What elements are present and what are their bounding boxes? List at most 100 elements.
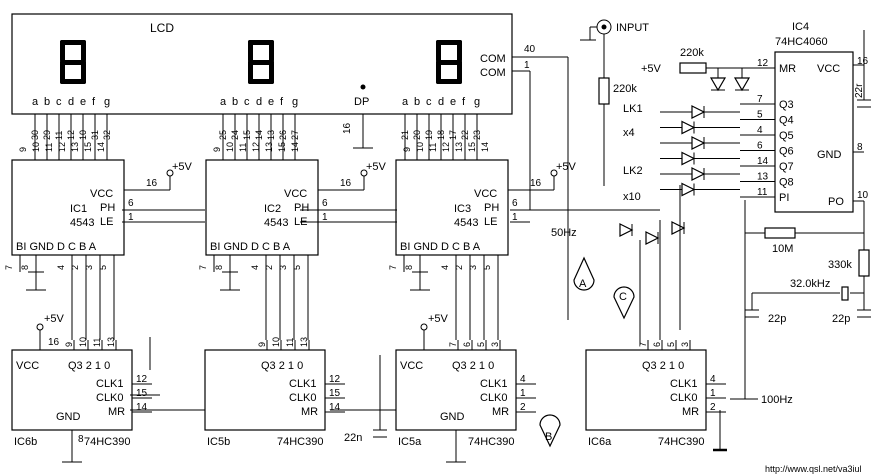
ic4-po-label: PO [828,196,844,208]
decoder-vcc-label: VCC [284,188,307,200]
ic4-pin-num: 14 [757,156,769,167]
segment-letter-g: g [474,96,480,108]
decoder-seg-pin: 15 [83,142,93,152]
decoder-id: IC3 [454,203,471,215]
diode-icon [691,105,706,119]
segment-g [436,60,462,65]
marker-a: A [579,278,587,290]
lcd-pin: 10 [78,130,88,140]
lk1-label: LK1 [623,103,643,115]
decoder-ph-label: PH [484,202,499,214]
lcd-pin: 25 [218,130,228,140]
counter-q-pin: 13 [106,337,116,347]
counter-clk1-label: CLK1 [670,378,698,390]
diode-icon [681,182,696,197]
freq-50hz: 50Hz [551,227,577,239]
x4-label: x4 [623,127,635,139]
diode-icon [691,167,706,181]
decoder-seg-pin: 15 [277,142,287,152]
decoder-vcc-label: VCC [474,188,497,200]
r-330k: 330k [828,259,852,271]
lcd-pin: 15 [242,130,252,140]
counter-q-pin: 7 [448,342,458,347]
c-22r: 22r [854,83,865,98]
counter-clk0-label: CLK0 [289,392,317,404]
decoder-le-label: LE [484,216,497,228]
counter-clk0-label: CLK0 [480,392,508,404]
segment-letter-f: f [462,96,466,108]
lcd-pin: 19 [424,130,434,140]
ic4-po-pin: 10 [857,190,869,201]
decoder-bottom-pin: 7 [4,265,14,270]
counter-clk1-label: CLK1 [480,378,508,390]
r-10m: 10M [772,243,793,255]
decoder-seg-pin: 14 [290,142,300,152]
lcd-pin: 21 [400,130,410,140]
decoder-seg-pin: 13 [454,142,464,152]
segment-letter-f: f [280,96,284,108]
marker-a-icon [573,256,595,291]
ic4-pin-num: 7 [757,94,763,105]
lcd-com-pin-40: 40 [524,44,536,55]
decoder-bottom-pin: 7 [388,265,398,270]
segment-a [248,40,274,45]
decoder-seg-pin: 10 [225,142,235,152]
lcd-dp-label: DP [354,96,369,108]
ic4-pin-label: Q6 [779,146,794,158]
decoder-part: 4543 [454,217,478,229]
counter-q-labels: Q3 2 1 0 [452,360,494,372]
decimal-point-icon [360,84,366,90]
counter-clk0-pin: 15 [136,388,148,399]
c-22p-1: 22p [768,313,786,325]
lcd-pin: 17 [448,130,458,140]
counter-clk0-pin: 1 [710,388,716,399]
segment-letter-f: f [92,96,96,108]
counter-mr-label: MR [108,406,125,418]
counter-q-pin: 9 [257,342,267,347]
ic4-pin-num: 6 [757,141,763,152]
ic4-pin-label: Q8 [779,177,794,189]
lcd-com-label-1: COM [480,53,506,65]
diode-icon [645,231,660,245]
counter-mr-pin: 2 [520,402,526,413]
decoder-id: IC1 [70,203,87,215]
ic4-vcc-pin: 16 [857,56,869,67]
segment-letter-c: c [426,96,432,108]
decoder-seg-pin: 14 [96,142,106,152]
vcc-terminal-icon [360,169,368,177]
counter-mr-label: MR [682,406,699,418]
segment-b [457,40,462,62]
counter-vcc-label: VCC [400,360,423,372]
segment-e [436,62,441,84]
diode-icon [681,120,696,135]
decoder-le-pin: 1 [512,212,518,223]
decoder-le-pin: 1 [128,212,134,223]
decoder-plus5v: +5V [172,161,193,173]
segment-letter-e: e [450,96,456,108]
decoder-bottom-labels: BI GND D C B A [16,241,97,253]
counter-q-pin: 3 [490,342,500,347]
lcd-pin: 12 [66,130,76,140]
decoder-seg-pin: 11 [44,143,54,152]
decoder-bottom-pin: 4 [56,265,66,270]
segment-c [457,62,462,84]
decoder-seg-pin: 12 [441,142,451,152]
decoder-bottom-pin: 7 [198,265,208,270]
ic4-gnd-pin: 8 [857,142,863,153]
segment-letter-d: d [438,96,444,108]
decoder-seg-pin: 13 [70,142,80,152]
decoder-bottom-pin: 8 [404,265,414,270]
ic4-pin-num: 4 [757,125,763,136]
counter-q-labels: Q3 2 1 0 [642,360,684,372]
lcd-pin: 30 [30,130,40,140]
decoder-bottom-labels: BI GND D C B A [210,241,291,253]
decoder-bottom-pin: 5 [482,265,492,270]
lk2-label: LK2 [623,165,643,177]
marker-b: B [545,431,552,443]
lcd-pin: 23 [472,130,482,140]
vcc-terminal-icon [550,169,558,177]
segment-e [60,62,65,84]
